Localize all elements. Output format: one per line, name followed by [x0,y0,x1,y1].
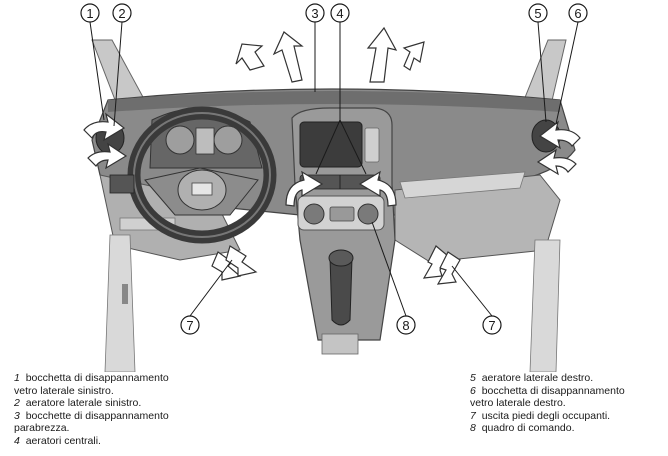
legend-left: 1 bocchetta di disappannamento vetro lat… [14,372,214,448]
legend-item-8: 8 quadro di comando. [470,422,660,435]
callout-8: 8 [402,318,409,333]
callout-5: 5 [534,6,541,21]
callout-7-right: 7 [488,318,495,333]
legend-right: 5 aeratore laterale destro. 6 bocchetta … [470,372,660,435]
legend-item-3: 3 bocchette di disappannamento [14,410,214,423]
legend-item-5: 5 aeratore laterale destro. [470,372,660,385]
callout-4: 4 [336,6,343,21]
dashboard-illustration: 1 2 3 4 5 6 7 8 7 [0,0,668,372]
legend-item-4: 4 aeratori centrali. [14,435,214,448]
callout-2: 2 [118,6,125,21]
legend-item-1: 1 bocchetta di disappannamento [14,372,214,385]
touchscreen [300,122,362,167]
legend-item-2: 2 aeratore laterale sinistro. [14,397,214,410]
legend-item-3-cont: parabrezza. [14,422,214,435]
legend-item-7: 7 uscita piedi degli occupanti. [470,410,660,423]
callout-1: 1 [86,6,93,21]
legend-item-1-cont: vetro laterale sinistro. [14,385,214,398]
callout-3: 3 [311,6,318,21]
callout-7-left: 7 [186,318,193,333]
legend-item-6-cont: vetro laterale destro. [470,397,660,410]
callout-6: 6 [574,6,581,21]
legend-item-6: 6 bocchetta di disappannamento [470,385,660,398]
